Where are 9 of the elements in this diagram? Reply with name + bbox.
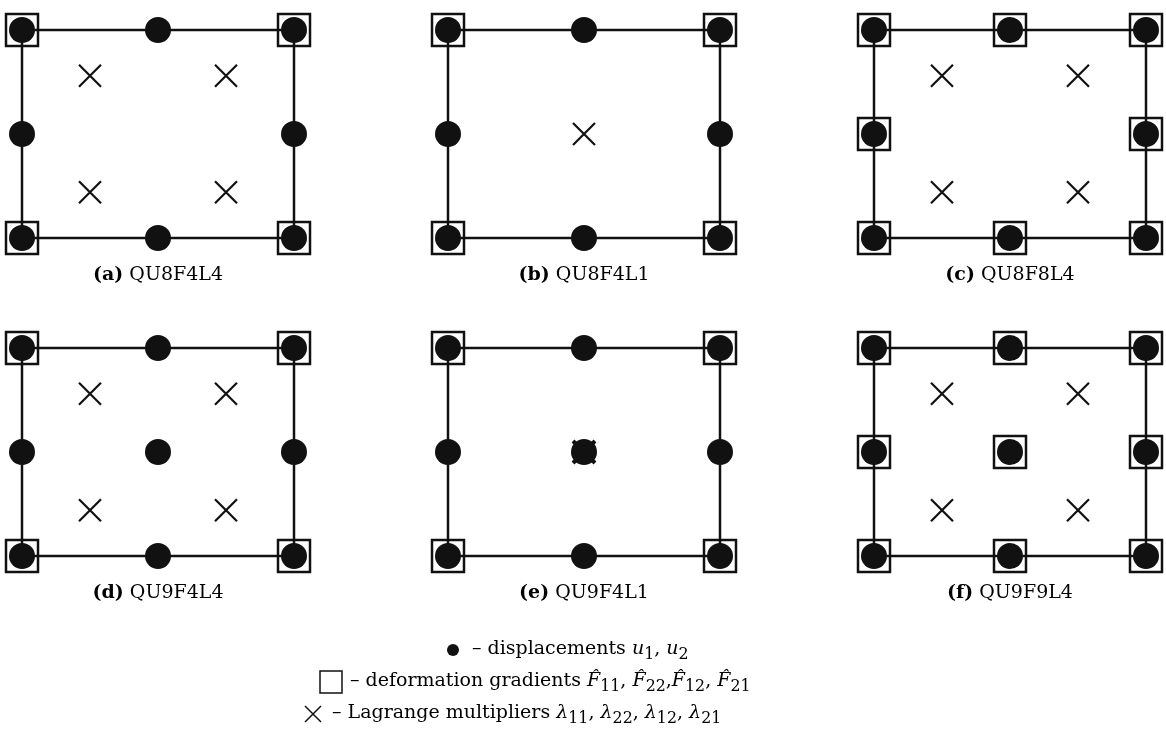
figure-caption: (f) QU9F9L4 bbox=[947, 580, 1073, 602]
legend-text: – Lagrange multipliers λ$_{11}$, λ$_{22}$, λ$_{12}$, λ$_{21}$ bbox=[332, 700, 722, 727]
figure-caption: (e) QU9F4L1 bbox=[519, 580, 649, 602]
figure-caption: (d) QU9F4L4 bbox=[92, 580, 224, 602]
figure-caption: (a) QU8F4L4 bbox=[93, 262, 223, 284]
figure-caption: (b) QU8F4L1 bbox=[518, 262, 650, 284]
legend-text: – deformation gradients F̂$_{11}$, F̂$_{22}$,F̂$_{12}$, F̂$_{21}$ bbox=[350, 668, 751, 695]
legend-text: – displacements u$_{1}$, u$_{2}$ bbox=[472, 636, 689, 663]
figure-caption: (c) QU8F8L4 bbox=[945, 262, 1075, 284]
